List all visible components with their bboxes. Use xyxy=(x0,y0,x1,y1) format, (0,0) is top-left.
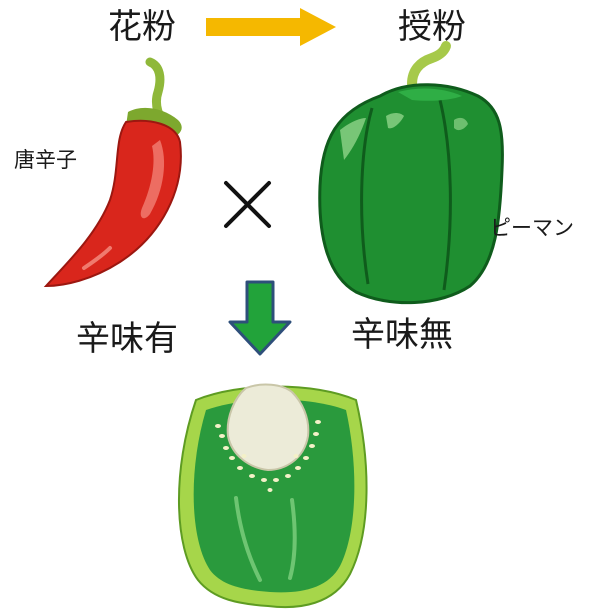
chili-label: 唐辛子 xyxy=(14,150,77,171)
green-pepper-illustration xyxy=(320,46,503,303)
right-arrow-icon xyxy=(206,8,336,46)
green-pepper-label: ピーマン xyxy=(490,218,574,239)
pepper-cross-section-illustration xyxy=(179,385,367,608)
cross-icon xyxy=(226,183,269,226)
down-arrow-icon xyxy=(230,282,290,354)
pollinated-label: 授粉 xyxy=(398,10,466,44)
spicy-label: 辛味有 xyxy=(76,322,178,356)
chili-pepper-illustration xyxy=(46,62,182,286)
pollen-label: 花粉 xyxy=(108,10,176,44)
not-spicy-label: 辛味無 xyxy=(351,318,453,352)
